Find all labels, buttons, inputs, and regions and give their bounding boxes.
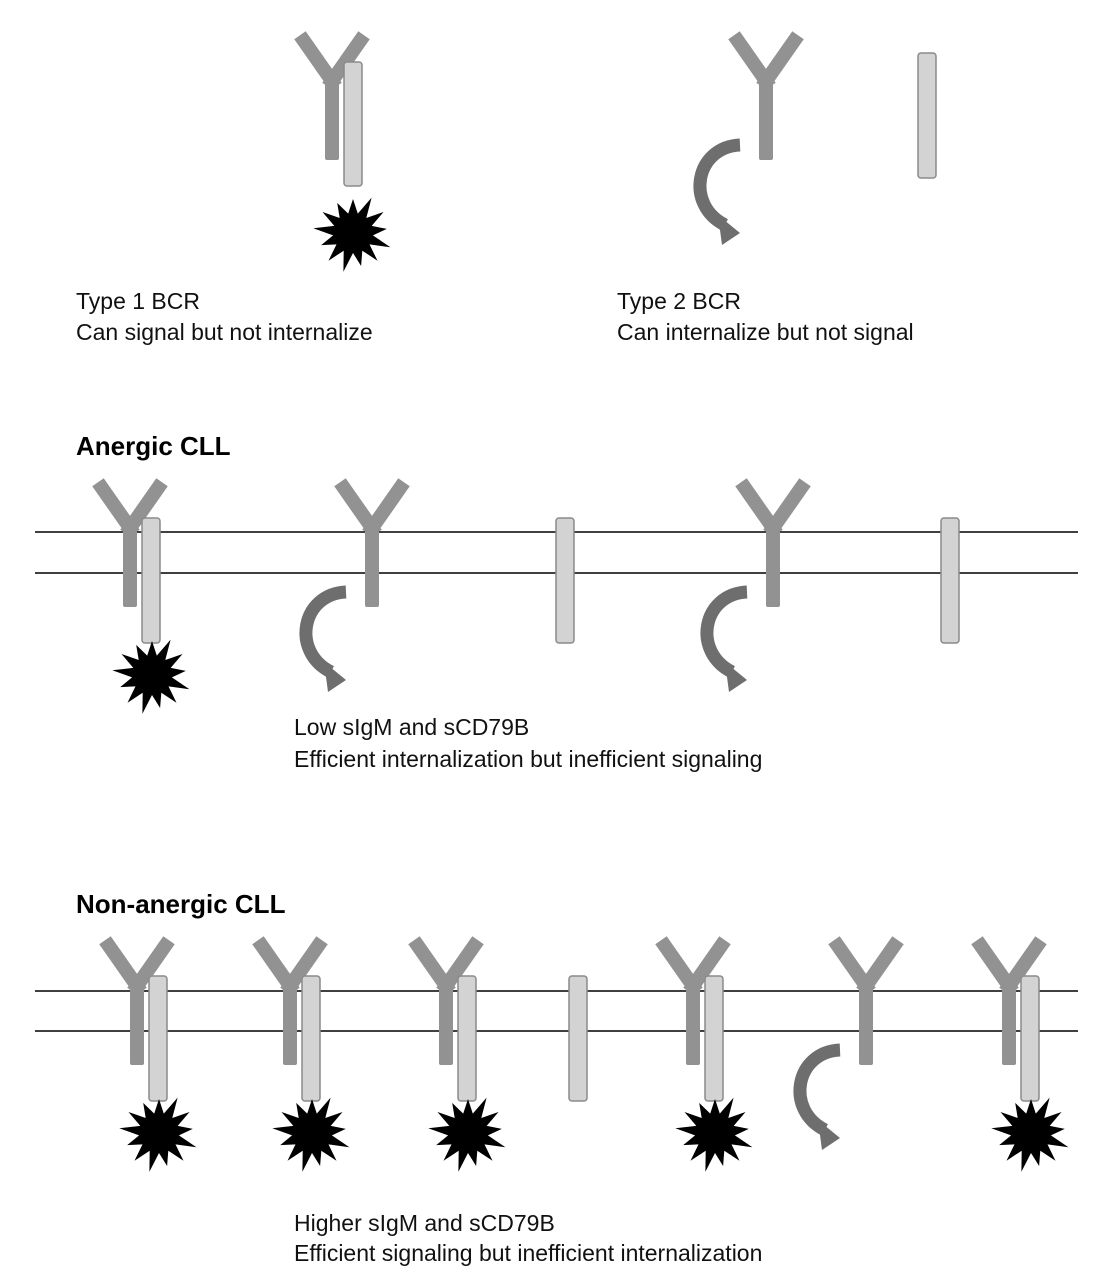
igm-stem <box>439 982 453 1065</box>
anergic-caption-line2: Efficient internalization but inefficien… <box>294 746 762 772</box>
cd79b-icon <box>940 517 960 644</box>
igm-receptor-icon <box>828 936 904 1065</box>
igm-arm-left <box>828 936 876 996</box>
igm-arm-right <box>362 478 410 538</box>
igm-stem <box>759 77 773 160</box>
igm-receptor-icon <box>92 478 168 607</box>
type2-description: Can internalize but not signal <box>617 319 914 345</box>
signal-burst-icon <box>112 639 190 714</box>
molecules-layer <box>35 31 1078 1172</box>
igm-stem <box>766 524 780 607</box>
cd79b-icon <box>704 975 724 1102</box>
cd79b-icon <box>917 52 937 179</box>
igm-arm-left <box>408 936 456 996</box>
arrow-shaft <box>700 585 748 678</box>
igm-arm-right <box>999 936 1047 996</box>
igm-stem <box>130 982 144 1065</box>
non-anergic-title: Non-anergic CLL <box>76 889 286 919</box>
igm-arm-left <box>735 478 783 538</box>
igm-arm-left <box>728 31 776 91</box>
internalization-arrow-icon <box>299 585 347 692</box>
igm-arm-left <box>92 478 140 538</box>
arrow-shaft <box>693 138 741 231</box>
type1-title: Type 1 BCR <box>76 288 200 314</box>
cd79b-icon <box>1020 975 1040 1102</box>
arrow-head <box>718 215 740 245</box>
igm-receptor-icon <box>408 936 484 1065</box>
cd79b-icon <box>141 517 161 644</box>
cd79b-icon <box>457 975 477 1102</box>
igm-receptor-icon <box>655 936 731 1065</box>
igm-arm-right <box>683 936 731 996</box>
igm-arm-right <box>856 936 904 996</box>
non-anergic-caption-line2: Efficient signaling but inefficient inte… <box>294 1240 762 1266</box>
arrow-head <box>818 1120 840 1150</box>
igm-stem <box>365 524 379 607</box>
signal-burst-icon <box>428 1097 506 1172</box>
igm-arm-right <box>280 936 328 996</box>
igm-arm-left <box>971 936 1019 996</box>
cd79b-icon <box>148 975 168 1102</box>
igm-stem <box>123 524 137 607</box>
igm-arm-right <box>436 936 484 996</box>
cd79b-icon <box>343 61 363 187</box>
arrow-shaft <box>299 585 347 678</box>
type1-description: Can signal but not internalize <box>76 319 373 345</box>
arrow-head <box>324 662 346 692</box>
arrow-shaft <box>793 1043 841 1136</box>
igm-arm-left <box>655 936 703 996</box>
signal-burst-icon <box>313 197 391 272</box>
igm-arm-right <box>322 31 370 91</box>
signal-burst-icon <box>675 1097 753 1172</box>
signal-burst-icon <box>119 1097 197 1172</box>
igm-arm-right <box>120 478 168 538</box>
igm-stem <box>283 982 297 1065</box>
igm-stem <box>1002 982 1016 1065</box>
type2-title: Type 2 BCR <box>617 288 741 314</box>
cd79b-icon <box>555 517 575 644</box>
igm-receptor-icon <box>728 31 804 160</box>
internalization-arrow-icon <box>693 138 741 245</box>
igm-arm-right <box>756 31 804 91</box>
igm-stem <box>859 982 873 1065</box>
igm-receptor-icon <box>971 936 1047 1065</box>
anergic-caption-line1: Low sIgM and sCD79B <box>294 714 529 740</box>
igm-receptor-icon <box>252 936 328 1065</box>
arrow-head <box>725 662 747 692</box>
anergic-title: Anergic CLL <box>76 431 231 461</box>
igm-arm-right <box>763 478 811 538</box>
internalization-arrow-icon <box>700 585 748 692</box>
igm-arm-left <box>252 936 300 996</box>
igm-arm-left <box>99 936 147 996</box>
igm-arm-left <box>294 31 342 91</box>
igm-receptor-icon <box>294 31 370 160</box>
igm-stem <box>325 77 339 160</box>
igm-receptor-icon <box>334 478 410 607</box>
igm-receptor-icon <box>735 478 811 607</box>
signal-burst-icon <box>991 1097 1069 1172</box>
signal-burst-icon <box>272 1097 350 1172</box>
internalization-arrow-icon <box>793 1043 841 1150</box>
igm-arm-right <box>127 936 175 996</box>
igm-stem <box>686 982 700 1065</box>
non-anergic-caption-line1: Higher sIgM and sCD79B <box>294 1210 555 1236</box>
cd79b-icon <box>568 975 588 1102</box>
igm-receptor-icon <box>99 936 175 1065</box>
cd79b-icon <box>301 975 321 1102</box>
igm-arm-left <box>334 478 382 538</box>
